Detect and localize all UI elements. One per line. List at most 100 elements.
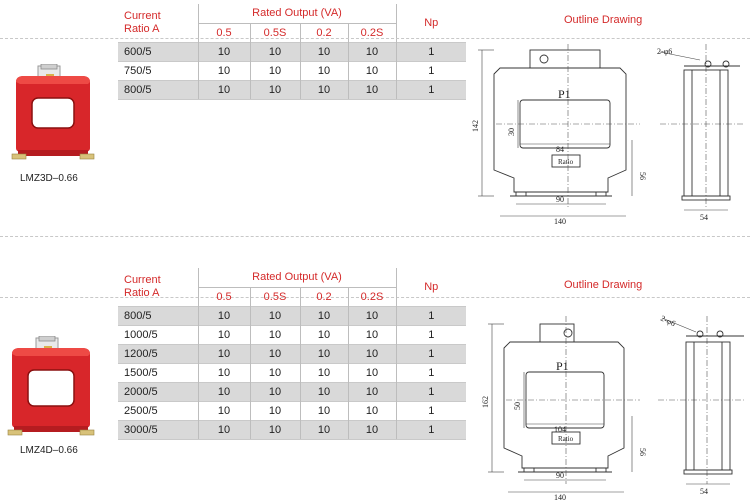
ratio-cell: 750/5 <box>118 60 198 80</box>
np-cell: 1 <box>395 60 466 80</box>
value-cell: 10 <box>299 381 348 401</box>
value-cell: 10 <box>299 362 348 382</box>
value-cell: 10 <box>299 343 348 363</box>
value-cell: 10 <box>197 324 250 344</box>
value-cell: 10 <box>249 362 300 382</box>
np-cell: 1 <box>395 324 466 344</box>
spec-table: Current Ratio A Rated Output (VA) Np 0.5… <box>118 4 466 100</box>
col-header: 0.5 <box>197 287 250 306</box>
table-row: 1000/5 10 10 10 10 1 <box>118 324 466 344</box>
table-row: 1500/5 10 10 10 10 1 <box>118 362 466 382</box>
col-header: 0.5 <box>197 23 250 42</box>
section-separator <box>0 38 750 39</box>
dim-window-w: 84 <box>556 145 564 154</box>
dim-width: 140 <box>554 493 566 502</box>
dim-window-w: 104 <box>554 425 566 434</box>
product-image <box>7 336 95 436</box>
table-row: 750/5 10 10 10 10 1 <box>118 60 466 80</box>
table-row: 1200/5 10 10 10 10 1 <box>118 343 466 363</box>
value-cell: 10 <box>197 60 250 80</box>
value-cell: 10 <box>197 41 250 61</box>
dim-window-h: 30 <box>507 128 516 136</box>
spec-table: Current Ratio A Rated Output (VA) Np 0.5… <box>118 268 466 440</box>
value-cell: 10 <box>347 362 396 382</box>
ratio-cell: 1200/5 <box>118 343 198 363</box>
np-cell: 1 <box>395 41 466 61</box>
value-cell: 10 <box>347 343 396 363</box>
dim-height: 162 <box>482 396 490 408</box>
value-cell: 10 <box>299 60 348 80</box>
ratio-label: Ratio <box>558 158 574 166</box>
value-cell: 10 <box>299 41 348 61</box>
col-header: 0.5S <box>249 23 300 42</box>
dim-window-h: 50 <box>513 402 522 410</box>
ratio-cell: 1500/5 <box>118 362 198 382</box>
outline-drawing-title: Outline Drawing <box>564 14 643 26</box>
value-cell: 10 <box>299 400 348 420</box>
hole-label: 2-φ6 <box>659 314 677 329</box>
section-separator <box>0 236 750 237</box>
product-image <box>11 64 95 160</box>
np-cell: 1 <box>395 305 466 325</box>
value-cell: 10 <box>249 400 300 420</box>
col-header: 0.2S <box>347 287 396 306</box>
ratio-cell: 2500/5 <box>118 400 198 420</box>
ratio-cell: 3000/5 <box>118 419 198 440</box>
np-cell: 1 <box>395 79 466 100</box>
dim-height: 142 <box>471 120 480 132</box>
ratio-cell: 2000/5 <box>118 381 198 401</box>
value-cell: 10 <box>197 305 250 325</box>
table-row: 3000/5 10 10 10 10 1 <box>118 419 466 440</box>
value-cell: 10 <box>197 381 250 401</box>
value-cell: 10 <box>299 419 348 440</box>
np-cell: 1 <box>395 419 466 440</box>
np-header: Np <box>395 4 466 42</box>
value-cell: 10 <box>197 79 250 100</box>
value-cell: 10 <box>249 381 300 401</box>
dim-width: 140 <box>554 217 566 226</box>
product-model-label: LMZ4D–0.66 <box>20 445 78 456</box>
value-cell: 10 <box>197 362 250 382</box>
value-cell: 10 <box>197 419 250 440</box>
outline-drawing: 142 30 84 56 90 140 54 2-φ6 Ratio P1 <box>471 44 745 226</box>
value-cell: 10 <box>299 305 348 325</box>
value-cell: 10 <box>347 324 396 344</box>
table-row: 800/5 10 10 10 10 1 <box>118 305 466 325</box>
ratio-cell: 800/5 <box>118 79 198 100</box>
value-cell: 10 <box>249 343 300 363</box>
table-row: 800/5 10 10 10 10 1 <box>118 79 466 100</box>
table-row: 2500/5 10 10 10 10 1 <box>118 400 466 420</box>
p1-label: P1 <box>558 87 571 101</box>
value-cell: 10 <box>347 305 396 325</box>
np-cell: 1 <box>395 381 466 401</box>
table-row: 600/5 10 10 10 10 1 <box>118 41 466 61</box>
col-header: 0.5S <box>249 287 300 306</box>
ratio-label: Ratio <box>558 435 574 443</box>
value-cell: 10 <box>347 79 396 100</box>
dim-base-h: 56 <box>638 172 647 180</box>
value-cell: 10 <box>249 305 300 325</box>
value-cell: 10 <box>249 324 300 344</box>
current-ratio-header: Current Ratio A <box>124 9 161 35</box>
product-section-1: LMZ3D–0.66 Current Ratio A Rated Output … <box>0 0 750 235</box>
product-model-label: LMZ3D–0.66 <box>20 173 78 184</box>
value-cell: 10 <box>347 41 396 61</box>
np-cell: 1 <box>395 362 466 382</box>
hole-label: 2-φ6 <box>657 47 672 56</box>
dim-depth: 54 <box>700 213 708 222</box>
value-cell: 10 <box>249 419 300 440</box>
ratio-cell: 1000/5 <box>118 324 198 344</box>
value-cell: 10 <box>347 400 396 420</box>
col-header: 0.2 <box>299 287 348 306</box>
dim-mount: 90 <box>556 471 564 480</box>
dim-depth: 54 <box>700 487 708 496</box>
np-cell: 1 <box>395 400 466 420</box>
col-header: 0.2S <box>347 23 396 42</box>
dim-base-h: 56 <box>638 448 647 456</box>
value-cell: 10 <box>249 60 300 80</box>
value-cell: 10 <box>347 60 396 80</box>
value-cell: 10 <box>249 79 300 100</box>
value-cell: 10 <box>347 381 396 401</box>
np-cell: 1 <box>395 343 466 363</box>
rated-output-header: Rated Output (VA) <box>197 4 396 24</box>
